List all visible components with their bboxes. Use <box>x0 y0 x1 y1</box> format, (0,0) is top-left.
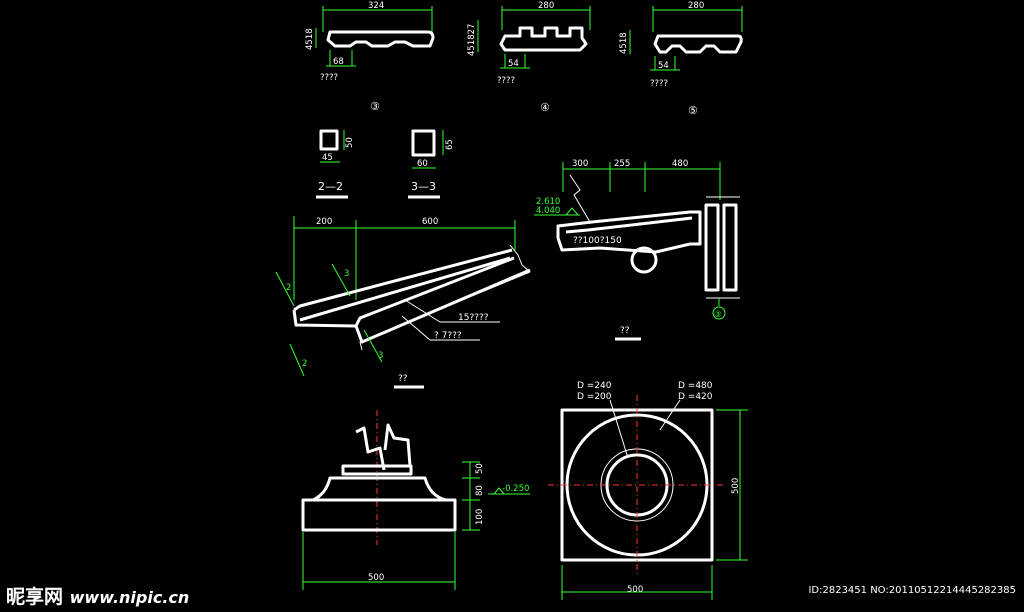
section-5-note: ???? <box>650 79 668 89</box>
base-plan: D =240 D =200 D =480 D =420 500 500 <box>548 381 748 600</box>
section-5-profile: 280 4518 54 ???? ⑤ <box>619 1 743 117</box>
section-3-3-height: 65 <box>445 139 455 150</box>
section-5-width: 280 <box>688 1 704 11</box>
watermark-logo-text: 昵享网 <box>6 586 64 608</box>
section-2-2-width: 45 <box>322 153 333 163</box>
section-3-marker: ③ <box>370 100 380 113</box>
watermark-url: www.nipic.cn <box>69 588 190 607</box>
stair-note-upper: 15???? <box>458 313 489 323</box>
base-elev-dim-3: 100 <box>475 509 485 525</box>
cantilever-dim-1: 300 <box>572 159 588 169</box>
base-plan-d3: D =480 <box>678 381 713 391</box>
stair-dim-left: 200 <box>316 217 332 227</box>
section-5-marker: ⑤ <box>688 104 698 117</box>
cantilever-elev-1: 2.610 <box>536 197 560 207</box>
cantilever-dim-3: 480 <box>672 159 688 169</box>
cantilever-elevation: 300 255 480 2.610 4.040 ??100?150 ③ ?? <box>534 159 740 341</box>
base-elev-level: -0.250 <box>502 484 529 494</box>
section-4-width: 280 <box>538 1 554 11</box>
stair-cut-2b: 2 <box>302 359 307 369</box>
cantilever-note: ??100?150 <box>573 236 622 246</box>
cantilever-marker: ③ <box>714 310 722 320</box>
section-3-width: 324 <box>368 1 384 11</box>
section-2-2-height: 50 <box>345 137 355 148</box>
cantilever-dim-2: 255 <box>614 159 630 169</box>
section-3-foot: 68 <box>333 57 344 67</box>
section-2-2: 50 45 2—2 <box>316 129 355 199</box>
section-3-profile: 324 4518 68 ???? ③ <box>305 1 435 113</box>
image-id: ID:2823451 NO:20110512214445282385 <box>808 585 1016 596</box>
section-4-profile: 280 451827 54 ???? ④ <box>467 1 591 114</box>
base-elev-dim-1: 50 <box>475 463 485 474</box>
base-elevation: 500 50 80 100 -0.250 <box>301 410 530 590</box>
section-4-heights: 451827 <box>467 24 477 56</box>
base-plan-width: 500 <box>627 585 643 595</box>
stair-dim-right: 600 <box>422 217 438 227</box>
cantilever-elev-2: 4.040 <box>536 206 560 216</box>
stair-note-lower: ? 7??? <box>434 331 462 341</box>
section-3-3-width: 60 <box>417 159 428 169</box>
section-4-foot: 54 <box>508 59 519 69</box>
section-3-3: 65 60 3—3 <box>408 129 455 199</box>
base-plan-d2: D =200 <box>577 392 612 402</box>
section-3-heights: 4518 <box>305 28 315 50</box>
section-5-foot: 54 <box>658 61 669 71</box>
watermark-logo: 昵享网 www.nipic.cn <box>6 582 189 609</box>
stair-cut-3b: 3 <box>378 351 383 361</box>
section-4-note: ???? <box>497 76 515 86</box>
section-5-heights: 4518 <box>619 32 629 54</box>
stair-caption: ?? <box>398 374 408 384</box>
stair-elevation: 200 600 2 2 3 3 15???? ? 7??? ?? <box>275 216 531 389</box>
base-plan-d1: D =240 <box>577 381 612 391</box>
base-elev-width: 500 <box>368 573 384 583</box>
cantilever-caption: ?? <box>620 326 630 336</box>
base-plan-height: 500 <box>731 478 741 494</box>
section-4-marker: ④ <box>540 101 550 114</box>
section-3-note: ???? <box>320 73 338 83</box>
section-2-2-label: 2—2 <box>318 180 343 193</box>
base-elev-dim-2: 80 <box>475 485 485 496</box>
section-3-3-label: 3—3 <box>411 180 436 193</box>
stair-cut-2a: 2 <box>286 283 291 293</box>
base-plan-d4: D =420 <box>678 392 713 402</box>
stair-cut-3a: 3 <box>344 269 349 279</box>
